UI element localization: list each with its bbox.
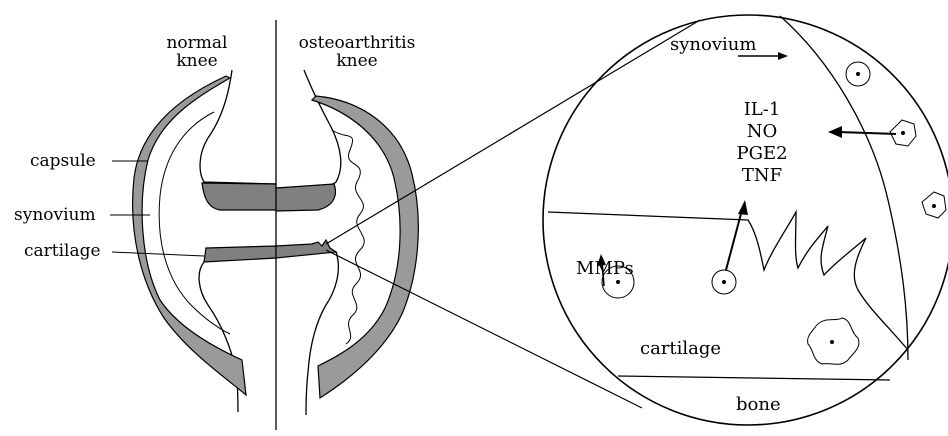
- label-synovium-zoom: synovium: [670, 34, 756, 55]
- label-il1: IL-1: [744, 99, 781, 120]
- label-bone: bone: [736, 394, 781, 415]
- normal-femur-cartilage: [202, 183, 276, 210]
- normal-tibia-outline: [199, 262, 238, 412]
- chondrocyte-2-nucleus: [722, 280, 726, 284]
- label-oa-knee: knee: [336, 51, 377, 71]
- zoom-bone-boundary: [618, 376, 890, 380]
- label-normal-knee: knee: [176, 51, 217, 71]
- oa-femur-cartilage: [276, 184, 335, 211]
- label-synovium-left: synovium: [14, 205, 96, 225]
- label-normal: normal: [166, 33, 227, 53]
- synovial-cell-3-nucleus: [932, 204, 936, 208]
- label-cartilage-left: cartilage: [24, 241, 101, 261]
- label-mmps: MMPs: [576, 258, 634, 279]
- label-tnf: TNF: [742, 165, 782, 186]
- label-osteoarthritis: osteoarthritis: [299, 33, 416, 53]
- chondrocyte-irregular-nucleus: [830, 340, 834, 344]
- label-pge2: PGE2: [736, 143, 787, 164]
- label-no: NO: [747, 121, 778, 142]
- oa-femur-outline: [276, 70, 341, 188]
- oa-tibia-cartilage: [276, 240, 336, 258]
- zoom-synovium-boundary: [780, 16, 908, 360]
- chondrocyte-signal-arrow: [726, 200, 748, 270]
- leader-cartilage: [112, 252, 204, 256]
- label-capsule: capsule: [30, 151, 96, 171]
- chondrocyte-1-nucleus: [616, 280, 620, 284]
- normal-tibia-cartilage: [204, 246, 276, 262]
- synovial-cell-1-nucleus: [856, 72, 860, 76]
- label-cartilage-zoom: cartilage: [640, 338, 721, 359]
- normal-synovium-line: [159, 112, 230, 334]
- synovial-cell-2-nucleus: [901, 131, 905, 135]
- zoom-view: synovium IL-1 NO PGE2 TNF MMPs cartilage…: [543, 15, 948, 425]
